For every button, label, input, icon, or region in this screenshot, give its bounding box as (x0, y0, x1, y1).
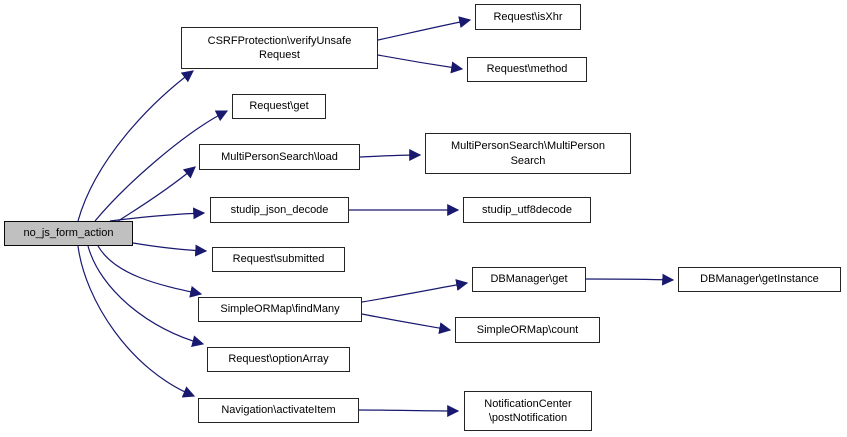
node-db-manager-get-instance[interactable]: DBManager\getInstance (678, 267, 841, 292)
edge-no-js-form-action-to-navigation-activate-item (77, 245, 196, 398)
node-request-option-array[interactable]: Request\optionArray (207, 347, 350, 372)
node-multi-person-search-multi-person-search[interactable]: MultiPersonSearch\MultiPerson Search (425, 133, 631, 174)
edge-csrf-verify-unsafe-request-to-request-method (377, 54, 464, 74)
node-simple-or-map-count[interactable]: SimpleORMap\count (455, 317, 600, 343)
node-navigation-activate-item[interactable]: Navigation\activateItem (198, 398, 359, 423)
node-request-is-xhr[interactable]: Request\isXhr (475, 4, 581, 30)
node-csrf-protection-verify-unsafe-request[interactable]: CSRFProtection\verifyUnsafe Request (181, 27, 378, 69)
edge-navigation-activate-item-to-notification-center-post-notification (358, 404, 460, 417)
edge-no-js-form-action-to-request-submitted (132, 242, 208, 257)
edge-csrf-verify-unsafe-request-to-request-is-xhr (377, 16, 472, 41)
edge-multi-person-search-load-to-multi-person-search-multi-person-search (359, 149, 422, 162)
edge-db-manager-get-to-db-manager-get-instance (585, 273, 675, 286)
node-simple-or-map-find-many[interactable]: SimpleORMap\findMany (198, 297, 362, 322)
node-studip-json-decode[interactable]: studip_json_decode (210, 197, 349, 223)
edge-simple-or-map-find-many-to-simple-or-map-count (361, 313, 452, 335)
edge-simple-or-map-find-many-to-db-manager-get (361, 279, 469, 303)
edge-no-js-form-action-to-csrf-verify-unsafe-request (77, 70, 194, 222)
edge-no-js-form-action-to-studip-json-decode (109, 207, 206, 222)
node-notification-center-post-notification[interactable]: NotificationCenter \postNotification (464, 391, 592, 431)
edge-no-js-form-action-to-simple-or-map-find-many (97, 245, 203, 298)
node-request-submitted[interactable]: Request\submitted (212, 247, 345, 272)
node-multi-person-search-load[interactable]: MultiPersonSearch\load (199, 144, 360, 170)
edge-no-js-form-action-to-multi-person-search-load (117, 166, 196, 222)
node-no-js-form-action: no_js_form_action (4, 221, 133, 246)
node-request-get[interactable]: Request\get (232, 94, 326, 119)
node-studip-utf8decode[interactable]: studip_utf8decode (463, 197, 591, 223)
edge-no-js-form-action-to-request-option-array (87, 245, 205, 348)
node-request-method[interactable]: Request\method (467, 57, 587, 82)
edge-no-js-form-action-to-request-get (94, 110, 229, 222)
node-db-manager-get[interactable]: DBManager\get (472, 267, 586, 292)
